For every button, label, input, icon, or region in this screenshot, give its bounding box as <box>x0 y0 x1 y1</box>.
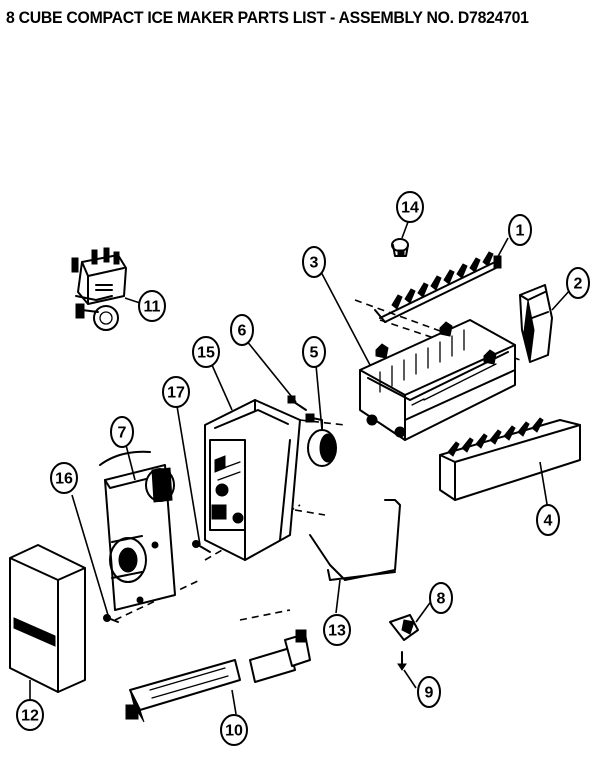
callout-11: 11 <box>138 290 166 322</box>
callout-9: 9 <box>417 676 441 708</box>
stripper-part <box>439 417 581 501</box>
housing-part <box>204 399 301 561</box>
callout-label: 8 <box>437 591 446 608</box>
screw-part-9 <box>397 651 407 671</box>
screw-part-16 <box>103 614 119 623</box>
callout-8: 8 <box>429 582 453 614</box>
callout-6: 6 <box>230 314 254 346</box>
callout-label: 14 <box>401 200 419 217</box>
callout-3: 3 <box>302 246 326 278</box>
callout-label: 3 <box>310 255 319 272</box>
front-cover-part <box>9 544 86 693</box>
plug-part <box>391 238 409 257</box>
callout-label: 11 <box>144 299 161 316</box>
callout-17: 17 <box>162 376 190 408</box>
callout-label: 13 <box>328 623 346 640</box>
water-valve-part <box>71 247 127 331</box>
callout-4: 4 <box>536 504 560 536</box>
callout-label: 6 <box>238 323 247 340</box>
callout-1: 1 <box>508 214 532 246</box>
callout-label: 1 <box>516 223 525 240</box>
thermostat-part <box>305 413 337 467</box>
ejector-part <box>374 251 502 323</box>
callout-label: 12 <box>21 708 39 725</box>
clip-part <box>389 614 419 641</box>
mold-part <box>359 319 516 441</box>
callout-label: 10 <box>225 723 243 740</box>
screw-part-6 <box>287 395 307 411</box>
leader-lines <box>29 221 571 715</box>
harness-part <box>125 629 311 723</box>
callout-13: 13 <box>323 614 351 646</box>
end-cap-part <box>519 284 553 363</box>
callout-label: 5 <box>310 345 319 362</box>
callout-7: 7 <box>110 416 134 448</box>
callout-14: 14 <box>396 191 424 223</box>
callout-label: 7 <box>118 425 127 442</box>
shutoff-arm-part <box>309 499 401 581</box>
callout-label: 9 <box>425 685 434 702</box>
callout-16: 16 <box>50 462 78 494</box>
callout-2: 2 <box>566 267 590 299</box>
callout-15: 15 <box>192 336 220 368</box>
callout-label: 2 <box>574 276 583 293</box>
callout-label: 17 <box>167 385 185 402</box>
callout-label: 4 <box>544 513 553 530</box>
callout-label: 15 <box>197 345 215 362</box>
callout-10: 10 <box>220 714 248 746</box>
callout-label: 16 <box>55 471 73 488</box>
page-title: 8 CUBE COMPACT ICE MAKER PARTS LIST - AS… <box>6 8 529 27</box>
callout-5: 5 <box>302 336 326 368</box>
mounting-plate-part <box>99 450 176 611</box>
callout-12: 12 <box>16 699 44 731</box>
